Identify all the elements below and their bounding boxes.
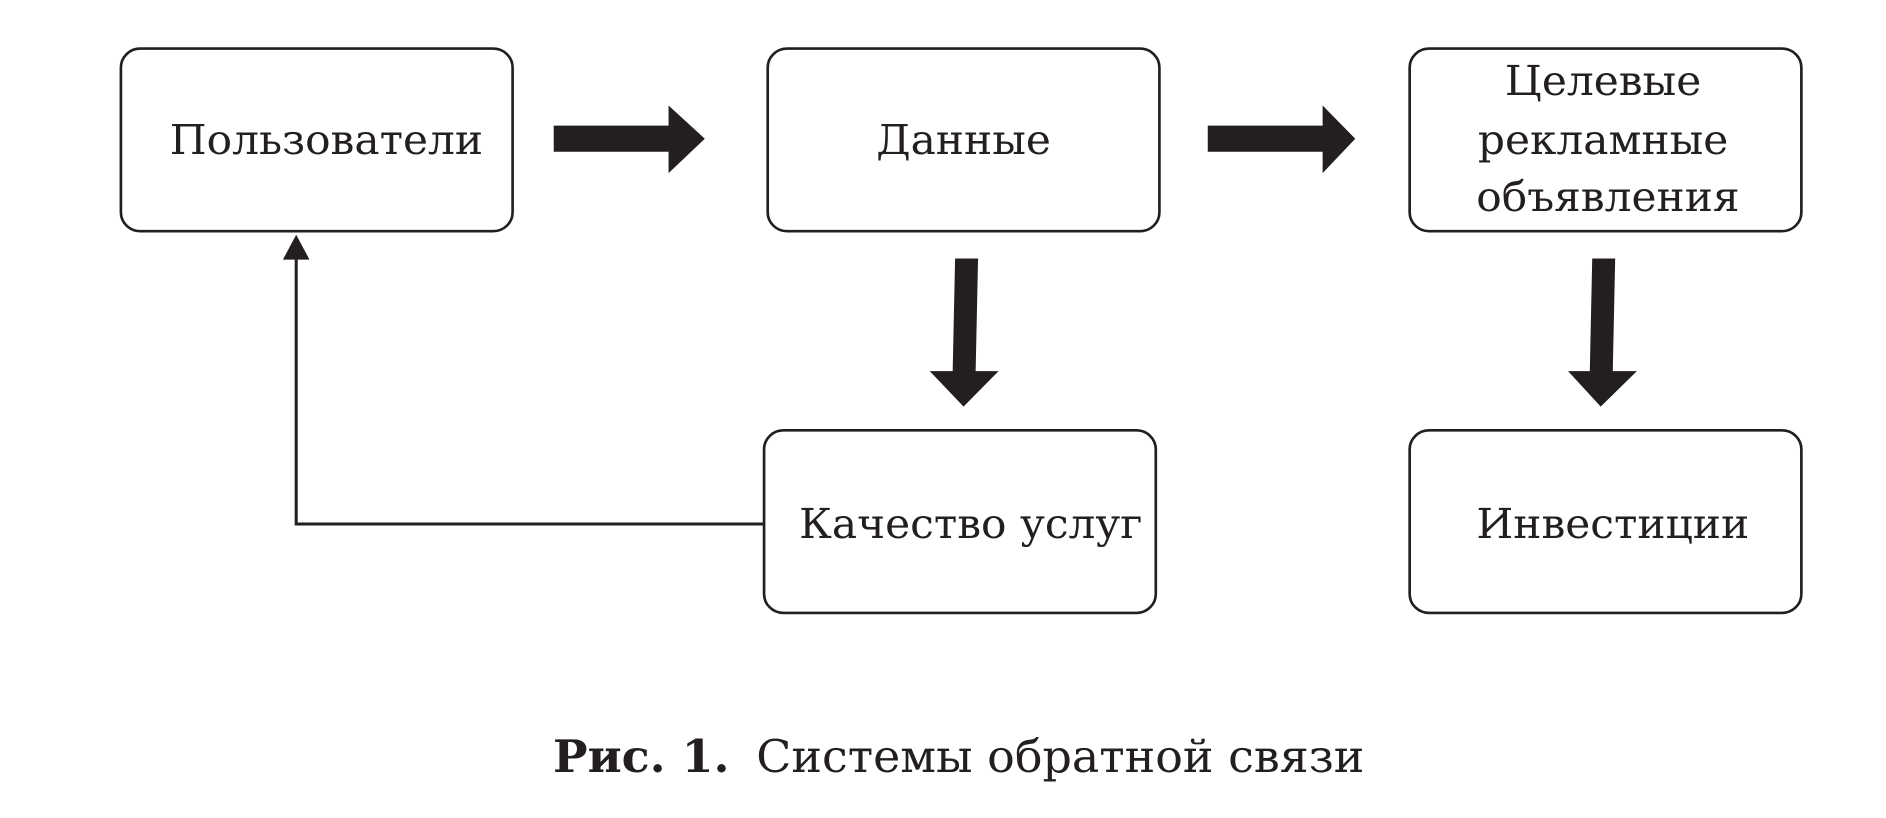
arrow-users-to-data bbox=[553, 105, 705, 174]
arrow-ads-to-investments bbox=[1568, 258, 1637, 407]
node-data-label: Данные bbox=[876, 116, 1051, 165]
node-ads-label-line1: Целевые bbox=[1505, 56, 1701, 105]
arrow-data-to-quality bbox=[929, 258, 999, 407]
figure-caption: Рис. 1. Системы обратной связи bbox=[553, 729, 1364, 782]
node-data: Данные bbox=[766, 47, 1161, 233]
node-ads-label-line2: рекламные bbox=[1478, 116, 1728, 165]
node-ads: Целевые рекламные объявления bbox=[1408, 47, 1803, 233]
caption-text: Системы обратной связи bbox=[756, 730, 1364, 782]
caption-label: Рис. 1. bbox=[553, 729, 730, 782]
arrow-data-to-ads bbox=[1207, 105, 1356, 174]
node-investments: Инвестиции bbox=[1408, 429, 1803, 615]
node-users-label: Пользователи bbox=[170, 116, 483, 165]
node-ads-label-line3: объявления bbox=[1476, 172, 1739, 221]
node-users: Пользователи bbox=[119, 47, 514, 233]
arrow-quality-to-users bbox=[294, 254, 765, 526]
node-investments-label: Инвестиции bbox=[1476, 500, 1749, 549]
feedback-arrowhead-icon bbox=[282, 234, 310, 260]
node-quality-label: Качество услуг bbox=[799, 500, 1142, 549]
node-quality: Качество услуг bbox=[762, 429, 1158, 615]
